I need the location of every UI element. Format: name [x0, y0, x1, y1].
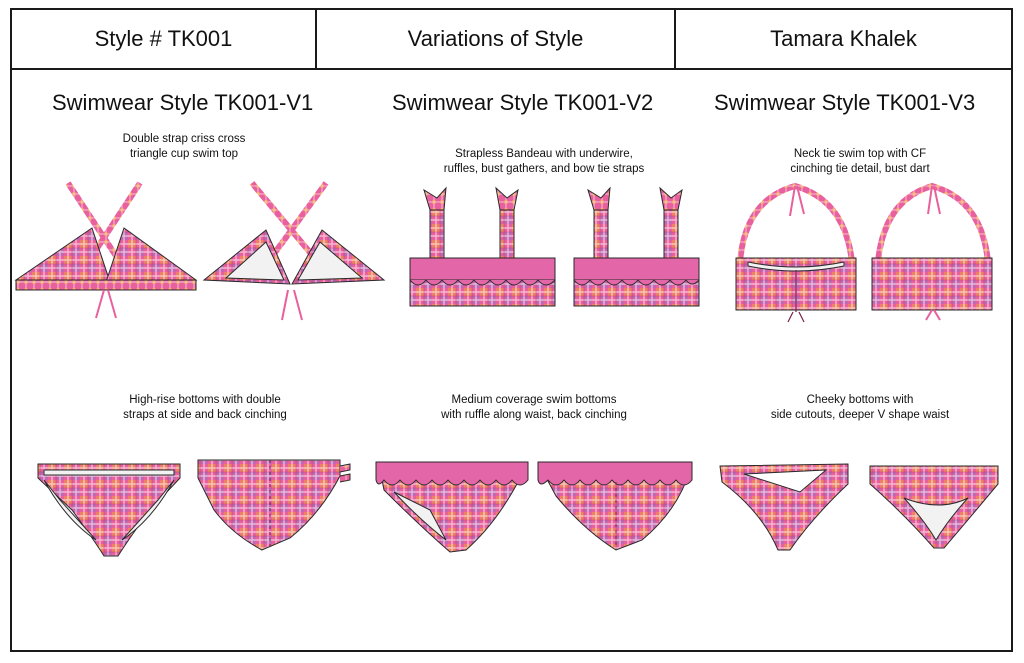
v1-top-front-illustration [14, 181, 198, 319]
variation-2-title: Swimwear Style TK001-V2 [392, 90, 654, 115]
v2-bottom-back-illustration [537, 461, 693, 551]
v3-bottom-front-illustration [719, 463, 849, 551]
section-title-cell: Variations of Style [317, 10, 676, 68]
variation-3-bottom-description: Cheeky bottoms with side cutouts, deeper… [770, 394, 950, 421]
designer-name-cell: Tamara Khalek [770, 26, 917, 51]
style-number-cell: Style # TK001 [12, 10, 317, 68]
variation-1-top-description: Double strap criss cross triangle cup sw… [122, 133, 246, 160]
variation-1-title: Swimwear Style TK001-V1 [52, 90, 314, 115]
variation-2-top-description: Strapless Bandeau with underwire, ruffle… [443, 148, 645, 175]
v2-top-front-illustration [409, 186, 556, 307]
v1-bottom-front-illustration [37, 463, 181, 557]
v1-top-back-illustration [202, 181, 386, 321]
variation-1-bottom-description: High-rise bottoms with double straps at … [123, 394, 287, 421]
v3-bottom-back-illustration [869, 465, 999, 549]
header-row: Style # TK001 Variations of Style Tamara… [12, 10, 1011, 70]
v2-top-back-illustration [573, 186, 700, 307]
v3-top-front-illustration [735, 182, 857, 323]
v2-bottom-front-illustration [375, 461, 529, 553]
variation-3-title: Swimwear Style TK001-V3 [714, 90, 976, 115]
variation-3-top-description: Neck tie swim top with CF cinching tie d… [790, 148, 930, 175]
v3-top-back-illustration [871, 182, 993, 321]
v1-bottom-back-illustration [197, 459, 351, 551]
spec-sheet-frame: Style # TK001 Variations of Style Tamara… [10, 8, 1013, 652]
variation-2-bottom-description: Medium coverage swim bottoms with ruffle… [441, 394, 627, 421]
